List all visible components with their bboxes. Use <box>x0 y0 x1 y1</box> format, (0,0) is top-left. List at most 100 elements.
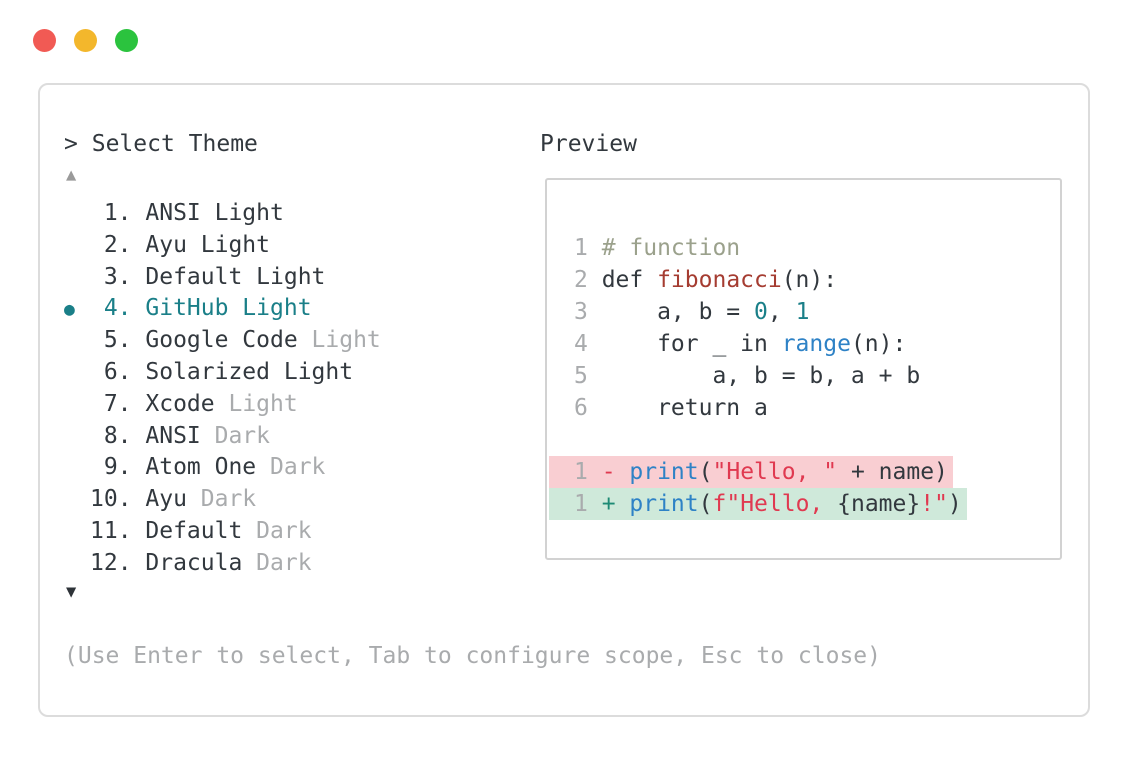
code-line-content: 3 a, b = 0, 1 <box>549 296 814 328</box>
line-number: 2 <box>574 267 588 293</box>
code-line-content: 5 a, b = b, a + b <box>549 360 925 392</box>
code-token: ( <box>698 491 713 517</box>
theme-variant-muted: Dark <box>256 549 312 576</box>
theme-name: Ayu <box>145 486 187 513</box>
theme-name: ANSI Light <box>145 200 284 226</box>
theme-name: GitHub Light <box>145 295 312 322</box>
code-line-content: 4 for _ in range(n): <box>549 328 911 360</box>
code-line-content: 1- print("Hello, " + name) <box>549 456 953 488</box>
code-line: 4 for _ in range(n): <box>549 328 1060 360</box>
theme-variant-muted: Dark <box>200 486 257 513</box>
theme-list-item[interactable]: 12. Dracula Dark <box>40 548 520 580</box>
theme-list-item[interactable]: 8. ANSI Dark <box>40 421 520 453</box>
prompt-space <box>78 131 92 157</box>
theme-name: Atom One <box>145 454 257 481</box>
theme-list-item[interactable]: ● 4. GitHub Light <box>40 293 520 325</box>
line-number: 6 <box>574 395 588 421</box>
code-token: !" <box>920 491 948 517</box>
code-token: + <box>601 491 630 517</box>
theme-list-item[interactable]: 1. ANSI Light <box>40 198 520 230</box>
theme-number: 2. <box>103 231 132 258</box>
line-number: 5 <box>574 363 588 389</box>
scroll-down-icon[interactable]: ▼ <box>66 582 77 602</box>
theme-variant-muted: Light <box>228 390 298 417</box>
minimize-button[interactable] <box>74 29 97 52</box>
code-token: (n): <box>781 267 838 293</box>
line-number: 1 <box>574 235 588 261</box>
prompt-caret: > <box>64 131 78 157</box>
code-token: "Hello, " <box>712 459 838 485</box>
zoom-button[interactable] <box>115 29 138 52</box>
keyboard-hint: (Use Enter to select, Tab to configure s… <box>64 643 881 669</box>
code-token: range <box>781 331 851 357</box>
theme-variant-muted: Dark <box>214 422 270 449</box>
diff-line-removed: 1- print("Hello, " + name) <box>549 456 1060 488</box>
theme-number: 3. <box>103 263 132 290</box>
theme-list-item[interactable]: 9. Atom One Dark <box>40 452 520 484</box>
code-token: - <box>601 459 630 485</box>
theme-list-item[interactable]: 3. Default Light <box>40 262 520 294</box>
theme-number: 7. <box>103 390 132 417</box>
diff-line-added: 1+ print(f"Hello, {name}!") <box>549 488 1060 520</box>
code-token: for _ in <box>601 331 782 357</box>
theme-number: 5. <box>103 327 132 354</box>
theme-list-item[interactable]: 2.Ayu Light <box>40 230 520 262</box>
code-line-content: 1+ print(f"Hello, {name}!") <box>549 488 967 520</box>
code-token: a, b = b, a + b <box>601 363 921 389</box>
code-line <box>549 424 1060 456</box>
theme-variant-muted: Light <box>311 327 381 354</box>
code-line: 3 a, b = 0, 1 <box>549 296 1060 328</box>
code-token: a, b = <box>601 299 755 325</box>
line-number: 4 <box>574 331 588 357</box>
code-token: 0 <box>754 299 768 325</box>
code-token: print <box>629 491 699 517</box>
theme-variant-muted: Dark <box>256 517 312 544</box>
window-controls <box>33 29 138 52</box>
theme-name: Default Light <box>145 263 326 290</box>
theme-number: 10. <box>90 486 132 513</box>
code-token: , <box>767 299 796 325</box>
page-title: Select Theme <box>91 131 258 157</box>
code-line-content: 6 return a <box>549 392 773 424</box>
code-token: 1 <box>795 299 810 325</box>
selection-bullet-icon: ● <box>64 299 75 321</box>
code-token: # function <box>601 235 741 261</box>
preview-title: Preview <box>540 131 637 157</box>
line-number: 1 <box>574 459 588 485</box>
theme-number: 12. <box>90 549 132 576</box>
code-token: {name} <box>837 491 921 517</box>
theme-number: 11. <box>90 517 132 544</box>
theme-number: 8. <box>103 422 132 449</box>
theme-list-item[interactable]: 6.Solarized Light <box>40 357 520 389</box>
code-token: return a <box>601 395 768 421</box>
code-token: + name) <box>837 459 948 485</box>
code-token: ( <box>698 459 713 485</box>
theme-name: Solarized Light <box>145 358 354 385</box>
theme-number: 4. <box>103 295 132 322</box>
code-token: ) <box>947 491 962 517</box>
theme-name: ANSI <box>145 422 201 449</box>
scroll-up-icon[interactable]: ▲ <box>66 165 77 185</box>
theme-variant-muted: Dark <box>270 454 326 481</box>
theme-list-item[interactable]: 10. Ayu Dark <box>40 484 520 516</box>
close-button[interactable] <box>33 29 56 52</box>
theme-name: Dracula <box>145 549 243 576</box>
theme-list-item[interactable]: 5. Google Code Light <box>40 325 520 357</box>
code-line: 1 # function <box>549 232 1060 264</box>
code-token: fibonacci <box>657 267 782 293</box>
theme-number: 9. <box>103 454 132 481</box>
line-number: 1 <box>574 491 588 517</box>
code-line: 5 a, b = b, a + b <box>549 360 1060 392</box>
code-token: print <box>629 459 699 485</box>
code-line: 6 return a <box>549 392 1060 424</box>
theme-number: 1. <box>103 200 132 226</box>
theme-name: Google Code <box>145 327 298 354</box>
